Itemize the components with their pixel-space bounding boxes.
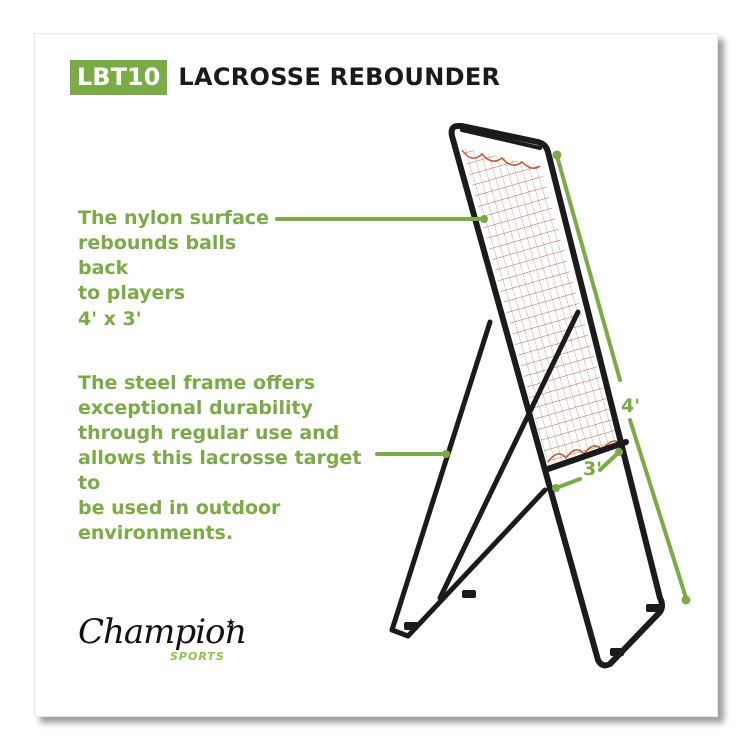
frame-feet <box>404 590 660 656</box>
brand-sub: SPORTS <box>170 650 225 663</box>
title-row: LBT10 LACROSSE REBOUNDER <box>70 59 500 95</box>
height-dimension-label: 4' <box>621 395 641 417</box>
main-frame <box>448 123 665 669</box>
feature-nylon-surface: The nylon surface rebounds balls back to… <box>78 207 270 304</box>
rear-leg <box>389 309 581 639</box>
width-dimension-line <box>552 448 623 492</box>
product-title: LACROSSE REBOUNDER <box>178 63 501 91</box>
height-dimension-line <box>552 150 691 605</box>
brand-name: Champion <box>78 612 246 652</box>
model-badge: LBT10 <box>70 59 168 95</box>
callout-line-nylon <box>275 215 488 223</box>
feature-size: 4' x 3' <box>78 308 142 330</box>
star-icon: ★ <box>226 616 236 629</box>
champion-sports-logo: Champion ★ SPORTS <box>78 612 248 682</box>
net-surface <box>461 148 619 466</box>
callout-line-frame <box>375 450 450 458</box>
feature-steel-frame: The steel frame offers exceptional durab… <box>78 372 362 544</box>
width-dimension-label: 3' <box>583 458 603 480</box>
